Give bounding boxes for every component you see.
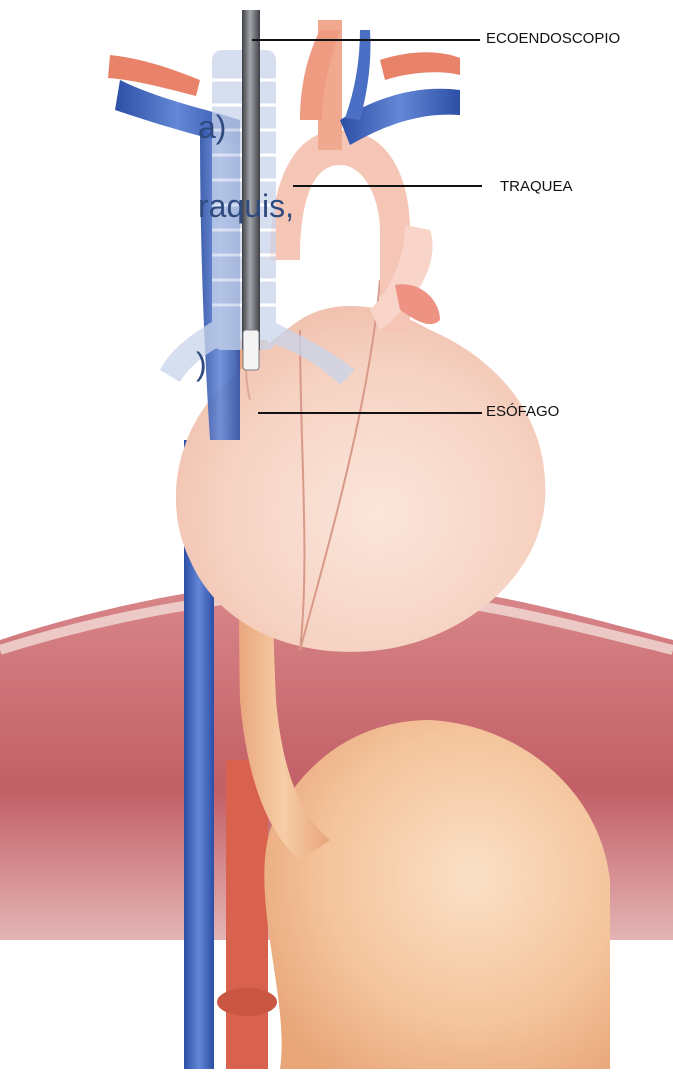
slide-text-fragment-3: ) [196,348,207,380]
label-esofago: ESÓFAGO [486,404,559,419]
slide-text-fragment-2: raquis, [198,190,294,222]
label-traquea: TRAQUEA [500,179,573,194]
slide-text-fragment-1: a) [198,111,226,143]
descending-aorta [226,760,268,1069]
label-ecoendoscopio: ECOENDOSCOPIO [486,31,620,46]
